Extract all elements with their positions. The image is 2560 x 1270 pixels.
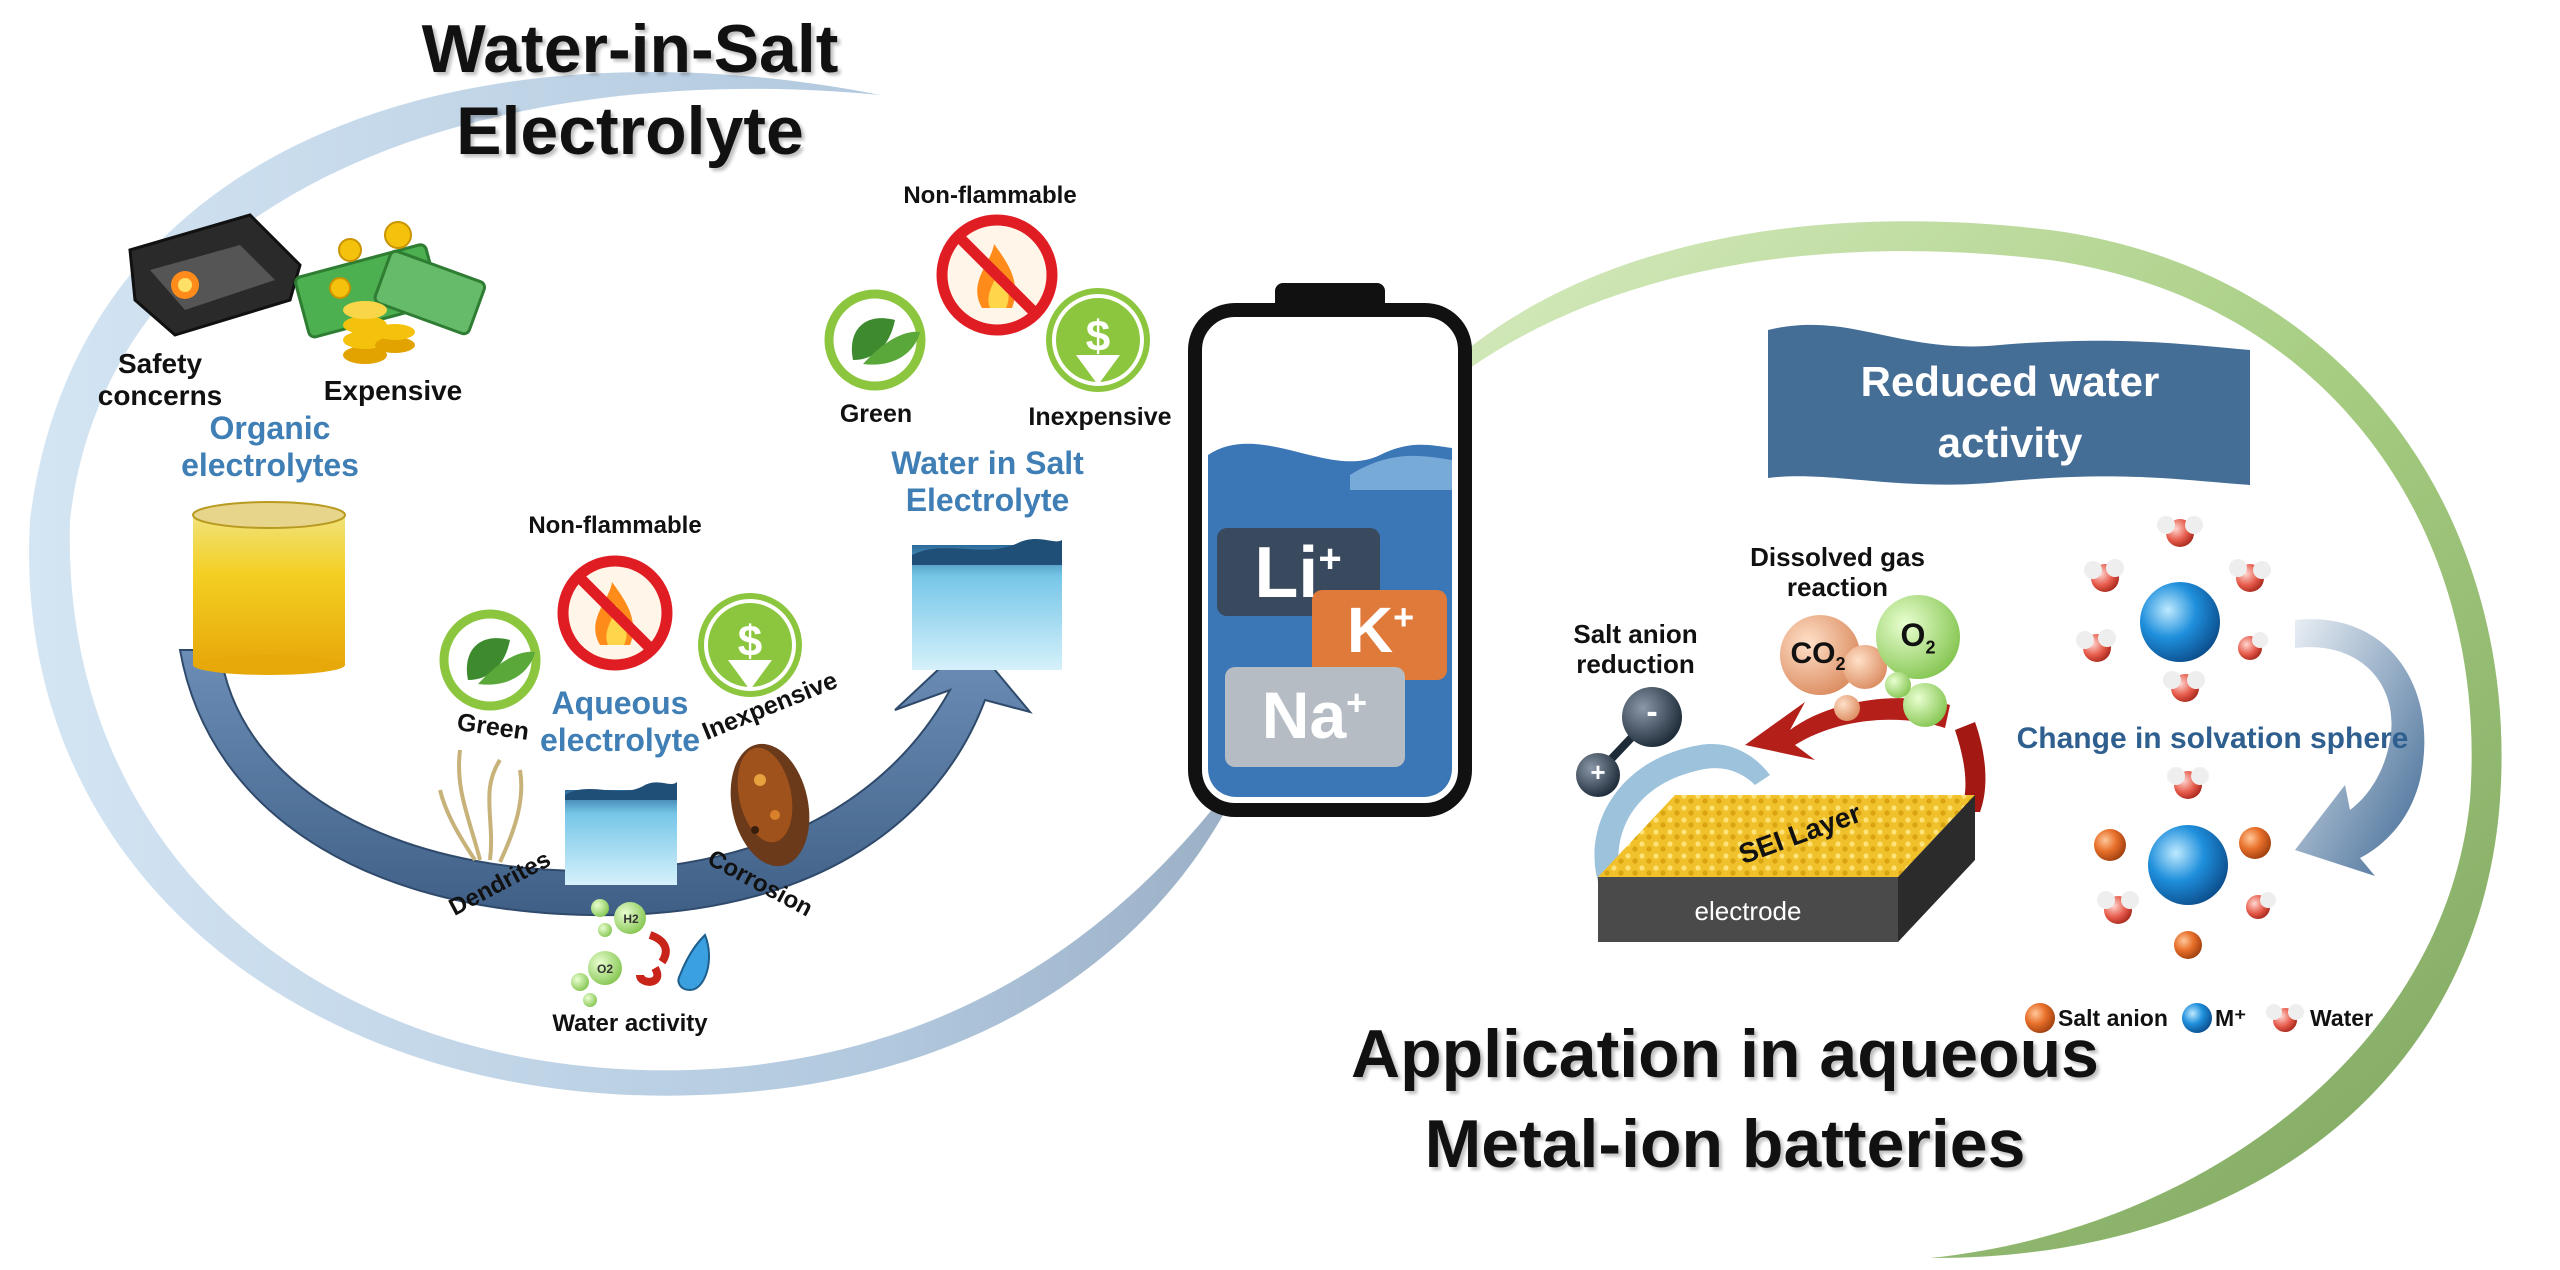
- o2-subscript: 2: [1925, 637, 1936, 658]
- wise-green-label: Green: [839, 400, 913, 428]
- left-title-line1: Water-in-Salt: [421, 11, 839, 87]
- legend-salt-anion-label: Salt anion: [2058, 1005, 2168, 1031]
- left-title: Water-in-Salt Electrolyte: [400, 10, 860, 170]
- solvation-change-arrow: [2295, 619, 2425, 876]
- safety-concerns-label: Safety concerns: [85, 348, 235, 412]
- li-ion-label: Li+: [1228, 532, 1368, 615]
- burnt-phone-icon: [128, 213, 302, 337]
- left-title-line2: Electrolyte: [456, 93, 804, 170]
- h2-bubble-label: H2: [623, 912, 639, 926]
- expensive-label: Expensive: [323, 375, 463, 406]
- right-title-line2: Metal-ion batteries: [1424, 1106, 2026, 1183]
- na-symbol: Na: [1261, 678, 1347, 752]
- wise-line1: Water in Salt: [891, 445, 1084, 481]
- dissolved-line2: reaction: [1786, 571, 1889, 602]
- dendrites-icon: [438, 749, 524, 863]
- o2-bubbles: [1876, 595, 1960, 727]
- na-ion-label: Na+: [1232, 678, 1397, 754]
- co2-label: CO2: [1788, 637, 1848, 675]
- minus-charge-label: -: [1646, 693, 1658, 731]
- money-icon: [294, 221, 487, 364]
- aqueous-electrolyte-beaker: [565, 782, 677, 885]
- legend-water-label: Water: [2310, 1005, 2374, 1031]
- organic-electrolyte-beaker: [192, 501, 346, 675]
- wise-line2: Electrolyte: [905, 481, 1070, 518]
- reduced-water-activity-label: Reduced water activity: [1780, 352, 2240, 474]
- plus-charge-label: +: [1590, 757, 1606, 787]
- solvation-bottom-cluster: [2094, 767, 2276, 959]
- aqueous-electrolyte-label: Aqueous electrolyte: [520, 685, 720, 759]
- electrode-block: [1598, 795, 1975, 942]
- wise-electrolyte-label: Water in Salt Electrolyte: [870, 445, 1105, 519]
- o2-label: O2: [1892, 617, 1944, 658]
- banner-line2: activity: [1937, 418, 2083, 466]
- electrode-label: electrode: [1694, 896, 1802, 926]
- solvation-sphere-label: Change in solvation sphere: [2016, 722, 2409, 755]
- legend-salt-anion-icon: [2025, 1003, 2055, 1033]
- li-symbol: Li: [1254, 533, 1319, 613]
- right-title: Application in aqueous Metal-ion batteri…: [1320, 1015, 2130, 1183]
- wise-no-fire-icon: [936, 214, 1058, 336]
- water-activity-bubbles: H2 O2: [571, 899, 710, 1007]
- wise-green-leaf-icon: [824, 289, 926, 391]
- corrosion-icon: [730, 743, 810, 867]
- organic-electrolytes-label: Organic electrolytes: [170, 410, 370, 484]
- aqueous-line1: Aqueous: [551, 685, 689, 721]
- legend-icons: [2025, 1003, 2304, 1033]
- salt-anion-line2: reduction: [1576, 648, 1695, 679]
- organic-line1: Organic: [209, 410, 331, 446]
- wise-inexpensive-icon: $: [1046, 288, 1150, 392]
- safety-line2: concerns: [97, 380, 223, 412]
- k-ion-label: K+: [1318, 594, 1443, 668]
- svg-text:$: $: [1086, 312, 1110, 361]
- green-leaf-icon: [439, 609, 541, 711]
- red-return-arrow: [1955, 722, 1986, 812]
- banner-line1: Reduced water: [1860, 358, 2160, 405]
- solvation-top-cluster: [2076, 516, 2271, 702]
- water-activity-label: Water activity: [552, 1010, 708, 1037]
- organic-line2: electrolytes: [181, 446, 359, 483]
- aqueous-line2: electrolyte: [539, 721, 701, 758]
- battery-icon: [1188, 283, 1472, 817]
- no-fire-icon: [557, 555, 673, 671]
- legend-water-icon: [2266, 1004, 2304, 1032]
- gas-reaction-arrow: [1745, 698, 1950, 760]
- aqueous-non-flammable-label: Non-flammable: [528, 512, 702, 539]
- k-charge: +: [1393, 596, 1415, 638]
- anion-reduction-arrow: [1594, 744, 1770, 900]
- salt-anion-line1: Salt anion: [1573, 619, 1698, 649]
- wise-inexpensive-label: Inexpensive: [1028, 403, 1172, 431]
- left-process-arrow: [178, 638, 1033, 917]
- co2-text: CO: [1790, 637, 1836, 670]
- co2-bubbles: [1780, 615, 1887, 721]
- k-symbol: K: [1346, 594, 1394, 666]
- o2-text: O: [1900, 617, 1926, 653]
- salt-anion-molecule: [1576, 687, 1682, 797]
- safety-line1: Safety: [117, 348, 203, 379]
- legend-m-plus-icon: [2182, 1003, 2212, 1033]
- svg-text:$: $: [738, 617, 762, 666]
- co2-subscript: 2: [1835, 654, 1846, 674]
- dissolved-gas-label: Dissolved gas reaction: [1720, 542, 1955, 603]
- dissolved-line1: Dissolved gas: [1750, 542, 1925, 572]
- inexpensive-dollar-icon: $: [698, 593, 802, 697]
- o2-bubble-label: O2: [597, 962, 613, 976]
- legend-m-plus-label: M⁺: [2215, 1005, 2247, 1031]
- salt-anion-reduction-label: Salt anion reduction: [1553, 619, 1718, 680]
- right-title-line1: Application in aqueous: [1350, 1016, 2100, 1092]
- na-charge: +: [1346, 682, 1368, 723]
- wise-beaker: [912, 538, 1062, 670]
- reduced-water-banner: [1768, 324, 2250, 485]
- wise-non-flammable-label: Non-flammable: [903, 182, 1077, 209]
- li-charge: +: [1318, 537, 1342, 581]
